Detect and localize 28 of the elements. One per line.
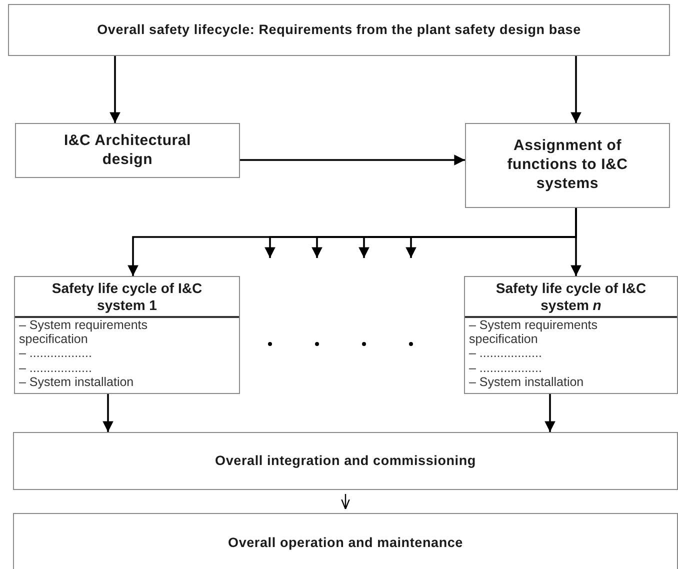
process-box (13, 432, 678, 490)
list-item: – .................. (18, 346, 93, 361)
lifecycle-card (14, 276, 240, 394)
list-item: – System requirements specification (18, 318, 149, 346)
process-box (13, 513, 678, 569)
card-heading: Safety life cycle of I&C system n (465, 277, 677, 318)
arrow (341, 494, 350, 510)
process-box (15, 123, 240, 178)
node-label: Overall integration and commissioning (215, 452, 476, 470)
card-heading: Safety life cycle of I&C system 1 (15, 277, 239, 318)
arrow (570, 56, 582, 123)
list-item: – .................. (468, 360, 543, 376)
lifecycle-card (464, 276, 678, 394)
node-label: I&C Architectural design (62, 132, 192, 170)
node-label: Overall safety lifecycle: Requirements from the plant safety design base (97, 22, 581, 38)
arrow (110, 56, 120, 123)
node-label: Assignment of functions to I&C systems (506, 137, 629, 194)
list-item: – System installation (468, 375, 585, 390)
arrow (102, 394, 114, 432)
arrow (544, 394, 556, 432)
process-box (465, 123, 670, 208)
list-item: – System installation (18, 375, 135, 390)
node-label: Overall operation and maintenance (228, 534, 463, 552)
list-item: – .................. (18, 360, 93, 376)
list-item: – .................. (468, 346, 543, 361)
list-item: – System requirements specification (468, 318, 599, 346)
process-box (8, 4, 670, 56)
arrow (240, 154, 465, 166)
